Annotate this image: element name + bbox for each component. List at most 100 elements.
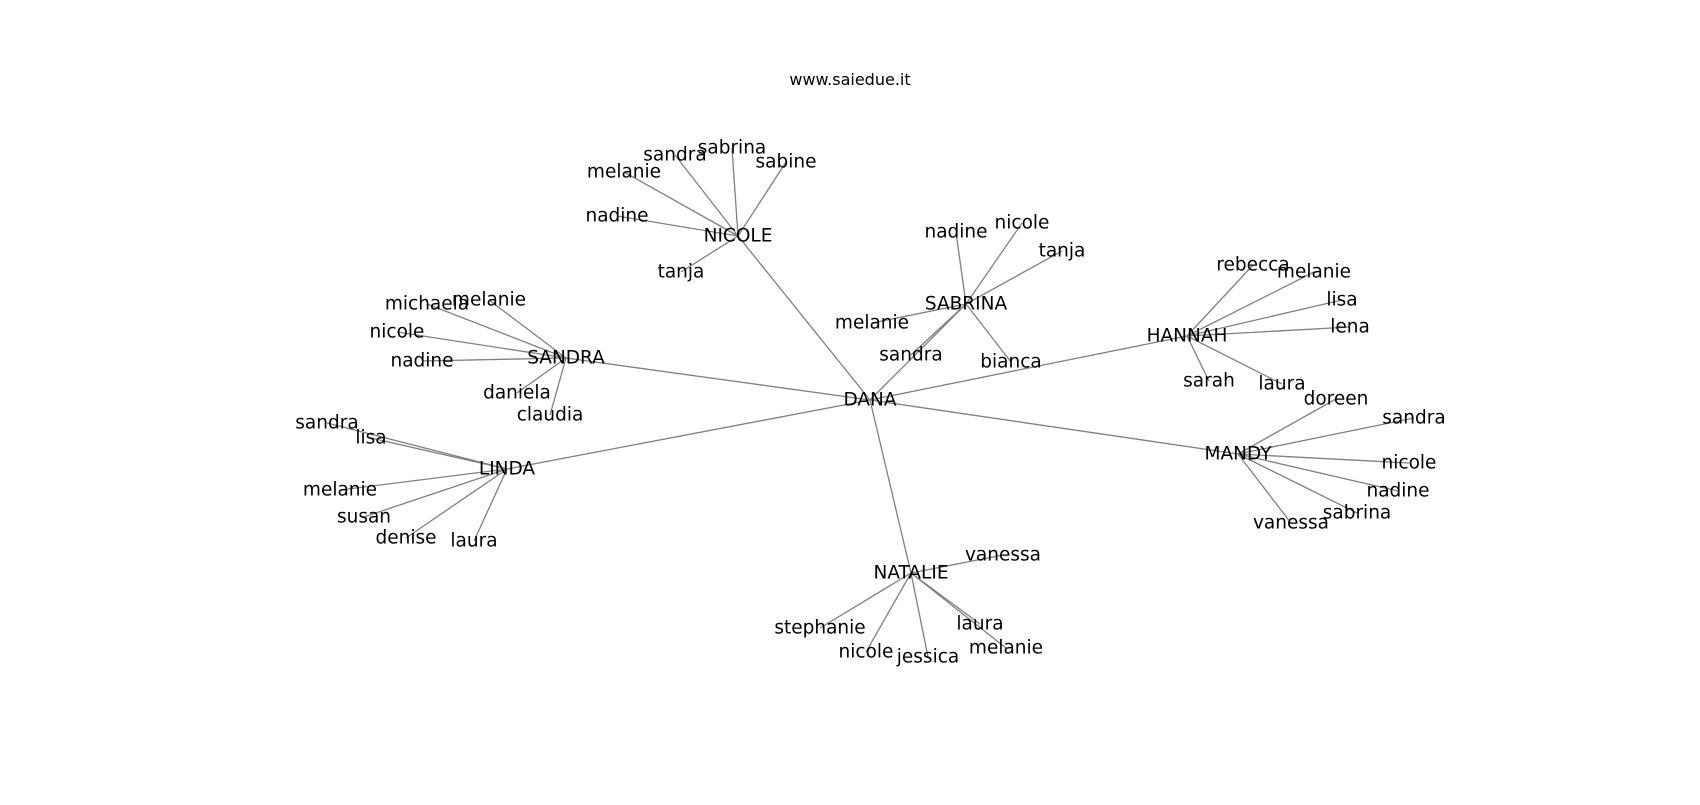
node-leaf-natalie-vanessa: vanessa xyxy=(965,545,1041,566)
edge-nicole-tanja xyxy=(680,235,739,273)
node-leaf-sandra-nicole: nicole xyxy=(370,322,425,343)
edge-sandra-michaela xyxy=(426,303,567,359)
node-leaf-mandy-nadine: nadine xyxy=(1366,481,1429,502)
node-group-sandra: SANDRA xyxy=(527,348,605,369)
node-leaf-sabrina-bianca: bianca xyxy=(980,352,1041,373)
edge-linda-sandra xyxy=(326,422,508,470)
node-leaf-nicole-melanie: melanie xyxy=(587,162,661,183)
edge-sabrina-bianca xyxy=(965,303,1012,363)
node-leaf-linda-sandra: sandra xyxy=(295,413,358,434)
node-group-linda: LINDA xyxy=(479,459,536,480)
edge-natalie-vanessa xyxy=(910,554,1004,574)
node-leaf-hannah-lisa: lisa xyxy=(1326,290,1357,311)
watermark-caption: www.saiedue.it xyxy=(789,70,911,89)
node-leaf-mandy-sabrina: sabrina xyxy=(1323,503,1392,524)
node-leaf-hannah-rebecca: rebecca xyxy=(1216,255,1289,276)
edge-nicole-nadine xyxy=(616,215,739,237)
edge-nicole-sabine xyxy=(737,161,787,237)
edge-linda-laura xyxy=(473,468,508,542)
node-leaf-sandra-daniela: daniela xyxy=(483,383,551,404)
node-leaf-nicole-tanja: tanja xyxy=(658,262,705,283)
edge-root-natalie xyxy=(869,399,912,574)
edge-natalie-stephanie xyxy=(819,572,912,629)
edge-mandy-sabrina xyxy=(1237,453,1358,514)
node-group-mandy: MANDY xyxy=(1205,444,1273,465)
edge-sandra-melanie xyxy=(488,299,567,359)
edge-root-linda xyxy=(506,399,871,470)
edge-mandy-sandra xyxy=(1237,417,1415,455)
edge-linda-melanie xyxy=(339,468,508,491)
node-leaf-hannah-laura: laura xyxy=(1258,374,1305,395)
edge-hannah-lisa xyxy=(1186,299,1343,337)
node-leaf-linda-laura: laura xyxy=(450,531,497,552)
edge-linda-denise xyxy=(405,468,508,539)
node-group-nicole: NICOLE xyxy=(704,226,773,247)
node-leaf-nicole-sabine: sabine xyxy=(756,152,817,173)
node-leaf-sandra-claudia: claudia xyxy=(517,405,584,426)
edge-root-sabrina xyxy=(869,303,967,401)
edge-hannah-laura xyxy=(1186,335,1283,385)
node-group-natalie: NATALIE xyxy=(873,563,948,584)
node-leaf-mandy-sandra: sandra xyxy=(1382,408,1445,429)
edge-sandra-daniela xyxy=(516,357,567,394)
edge-root-nicole xyxy=(737,235,871,401)
edge-sandra-claudia xyxy=(549,357,567,416)
node-leaf-natalie-laura: laura xyxy=(956,614,1003,635)
node-leaf-sabrina-tanja: tanja xyxy=(1039,241,1086,262)
node-leaf-nicole-sandra: sandra xyxy=(643,145,706,166)
edge-sabrina-nicole xyxy=(965,222,1023,305)
edge-nicole-melanie xyxy=(623,171,739,237)
edge-root-mandy xyxy=(869,399,1239,455)
node-leaf-sandra-nadine: nadine xyxy=(390,351,453,372)
edge-nicole-sandra xyxy=(674,154,739,237)
edge-hannah-rebecca xyxy=(1186,264,1254,337)
node-leaf-sabrina-sandra: sandra xyxy=(879,345,942,366)
node-leaf-nicole-sabrina: sabrina xyxy=(698,138,767,159)
node-leaf-nicole-nadine: nadine xyxy=(585,206,648,227)
node-leaf-linda-denise: denise xyxy=(375,528,436,549)
node-leaf-sabrina-nicole: nicole xyxy=(995,213,1050,234)
edge-linda-lisa xyxy=(370,437,508,470)
node-leaf-sandra-melanie: melanie xyxy=(452,290,526,311)
node-leaf-hannah-lena: lena xyxy=(1330,317,1370,338)
edge-hannah-melanie xyxy=(1186,271,1315,337)
edge-mandy-nicole xyxy=(1237,453,1410,464)
edge-root-sandra xyxy=(565,357,871,401)
node-leaf-hannah-melanie: melanie xyxy=(1277,262,1351,283)
edge-layer xyxy=(326,147,1415,658)
edge-mandy-doreen xyxy=(1237,398,1337,455)
node-leaf-linda-susan: susan xyxy=(337,507,391,528)
node-leaf-mandy-doreen: doreen xyxy=(1304,389,1369,410)
edge-root-hannah xyxy=(869,335,1188,401)
edge-natalie-jessica xyxy=(910,572,929,658)
edge-mandy-vanessa xyxy=(1237,453,1292,524)
edge-hannah-sarah xyxy=(1186,335,1210,382)
node-leaf-natalie-jessica: jessica xyxy=(896,647,959,668)
node-group-sabrina: SABRINA xyxy=(925,294,1008,315)
node-leaf-mandy-nicole: nicole xyxy=(1382,453,1437,474)
node-leaf-mandy-vanessa: vanessa xyxy=(1253,513,1329,534)
node-group-hannah: HANNAH xyxy=(1147,326,1228,347)
node-leaf-sandra-michaela: michaela xyxy=(385,294,469,315)
edge-natalie-melanie xyxy=(910,572,1007,649)
edge-hannah-lena xyxy=(1186,326,1351,337)
node-root-dana: DANA xyxy=(843,390,896,411)
node-leaf-natalie-nicole: nicole xyxy=(839,642,894,663)
edge-sabrina-nadine xyxy=(955,231,967,305)
node-leaf-hannah-sarah: sarah xyxy=(1183,371,1235,392)
node-leaf-sabrina-melanie: melanie xyxy=(835,313,909,334)
edge-linda-susan xyxy=(363,468,508,518)
edge-sandra-nadine xyxy=(421,357,567,362)
edge-sabrina-sandra xyxy=(910,303,967,356)
node-leaf-linda-lisa: lisa xyxy=(355,428,386,449)
node-leaf-natalie-stephanie: stephanie xyxy=(774,618,865,639)
edge-natalie-nicole xyxy=(865,572,912,653)
edge-mandy-nadine xyxy=(1237,453,1399,492)
edge-sabrina-tanja xyxy=(965,250,1063,305)
node-leaf-linda-melanie: melanie xyxy=(303,480,377,501)
edge-sandra-nicole xyxy=(396,331,567,359)
node-leaf-sabrina-nadine: nadine xyxy=(924,222,987,243)
